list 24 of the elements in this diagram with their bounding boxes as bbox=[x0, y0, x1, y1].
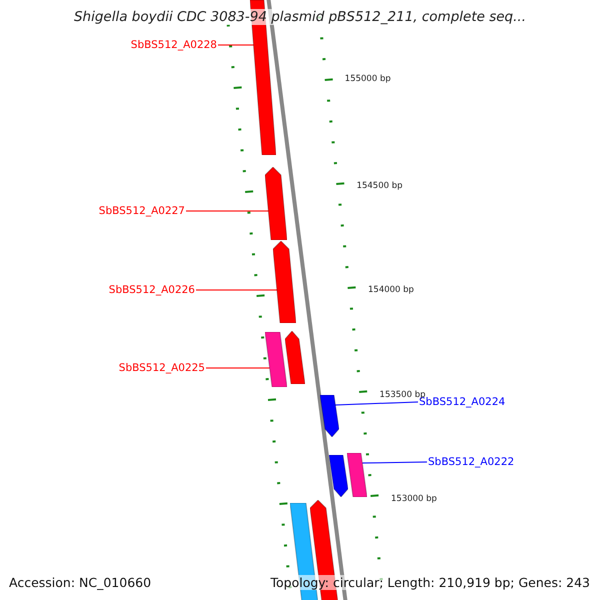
accession-text: Accession: NC_010660 bbox=[9, 575, 152, 590]
pointed-gene-block bbox=[329, 455, 348, 497]
scale-label: 153000 bp bbox=[391, 494, 437, 505]
leader-line bbox=[218, 44, 254, 46]
summary-text: Topology: circular; Length: 210,919 bp; Genes: 243 bbox=[270, 575, 590, 590]
scale-label: 154500 bp bbox=[356, 181, 403, 192]
pointed-gene-block bbox=[265, 167, 287, 240]
scale-label: 155000 bp bbox=[344, 74, 391, 85]
gene-label: SbBS512_A0225 bbox=[118, 361, 205, 375]
leader-line bbox=[334, 402, 418, 406]
gene-label: SbBS512_A0228 bbox=[130, 38, 217, 52]
title: Shigella boydii CDC 3083-94 plasmid pBS512_211, complete seq... bbox=[72, 9, 528, 25]
scale-label: 153500 bp bbox=[380, 390, 426, 400]
leader-line bbox=[362, 462, 428, 464]
gene-block bbox=[265, 332, 287, 387]
gene-block bbox=[347, 453, 367, 497]
gene-label: SbBS512_A0226 bbox=[108, 283, 195, 297]
leader-line bbox=[186, 210, 270, 212]
gene-label: SbBS512_A0222 bbox=[428, 455, 514, 469]
gene-label: SbBS512_A0227 bbox=[98, 204, 185, 218]
pointed-gene-block bbox=[320, 395, 339, 437]
scale-label: 154000 bp bbox=[368, 285, 414, 296]
pointed-gene-block bbox=[273, 241, 296, 323]
pointed-gene-block bbox=[285, 331, 305, 384]
